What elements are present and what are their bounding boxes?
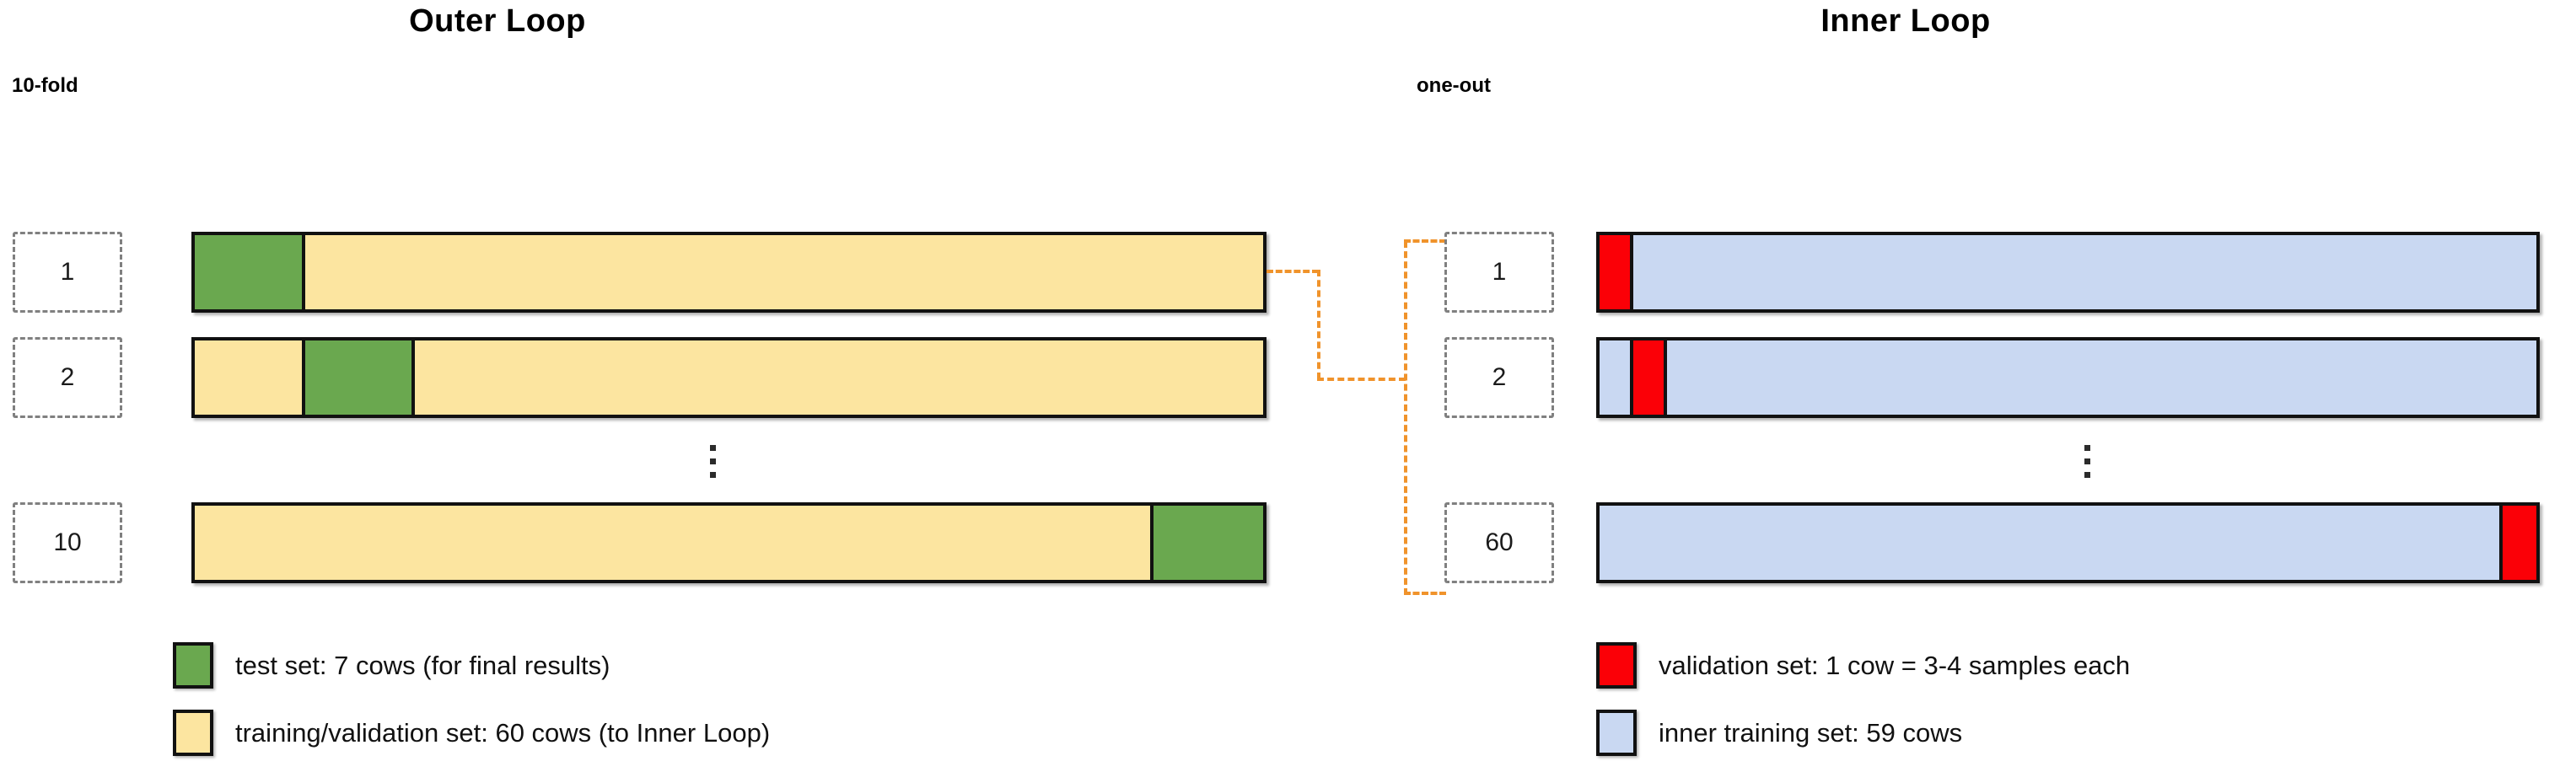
- inner-validation-segment: [2503, 506, 2536, 580]
- connector-trunk: [1404, 241, 1407, 595]
- inner-fold-box-60[interactable]: 60: [1444, 502, 1554, 583]
- outer-test-segment: [195, 235, 305, 309]
- inner-loop-title: Inner Loop: [1820, 3, 1991, 39]
- outer-fold-bar-1[interactable]: [191, 232, 1266, 313]
- inner-train-segment: [1600, 506, 2503, 580]
- inner-validation-segment: [1600, 235, 1633, 309]
- inner-fold-box-1[interactable]: 1: [1444, 232, 1554, 313]
- outer-fold-box-2[interactable]: 2: [13, 337, 122, 418]
- outer-test-segment: [304, 340, 415, 415]
- outer-fold-bar-2[interactable]: [191, 337, 1266, 418]
- outer-fold-label: 2: [60, 363, 75, 391]
- inner-train-segment-pre: [1600, 340, 1633, 415]
- outer-legend-label: test set: 7 cows (for final results): [235, 650, 610, 680]
- inner-train-segment: [1666, 340, 2536, 415]
- outer-scheme-label: 10-fold: [12, 74, 78, 97]
- inner-fold-label: 60: [1485, 528, 1514, 556]
- outer-fold-bar-10[interactable]: [191, 502, 1266, 583]
- outer-test-segment: [1153, 506, 1263, 580]
- inner-legend-label: inner training set: 59 cows: [1659, 717, 1963, 748]
- legend-swatch-test-icon: [173, 642, 213, 689]
- connector-branch-bottom: [1404, 592, 1446, 595]
- legend-swatch-validation-icon: [1596, 642, 1637, 689]
- legend-swatch-train-icon: [173, 710, 213, 756]
- outer-train-segment: [304, 235, 1263, 309]
- inner-fold-box-2[interactable]: 2: [1444, 337, 1554, 418]
- outer-fold-box-10[interactable]: 10: [13, 502, 122, 583]
- inner-train-segment: [1632, 235, 2536, 309]
- outer-legend-item-train: training/validation set: 60 cows (to Inn…: [173, 710, 770, 756]
- inner-legend-label: validation set: 1 cow = 3-4 samples each: [1659, 650, 2131, 680]
- inner-validation-segment: [1632, 340, 1667, 415]
- outer-fold-label: 1: [60, 258, 75, 286]
- inner-fold-label: 2: [1492, 363, 1507, 391]
- outer-fold-box-1[interactable]: 1: [13, 232, 122, 313]
- outer-legend-item-test: test set: 7 cows (for final results): [173, 642, 610, 689]
- inner-fold-label: 1: [1492, 258, 1507, 286]
- inner-fold-bar-2[interactable]: [1596, 337, 2540, 418]
- connector-branch-top: [1404, 239, 1446, 243]
- legend-swatch-inner-train-icon: [1596, 710, 1637, 756]
- connector-segment-vertical-left: [1317, 270, 1320, 379]
- outer-fold-label: 10: [53, 528, 82, 556]
- inner-scheme-label: one-out: [1417, 74, 1491, 97]
- outer-ellipsis: [710, 445, 718, 478]
- connector-segment-middle: [1317, 378, 1406, 381]
- outer-train-segment: [415, 340, 1263, 415]
- inner-ellipsis: [2084, 445, 2093, 478]
- outer-train-segment-pre: [195, 340, 305, 415]
- outer-loop-title: Outer Loop: [409, 3, 586, 39]
- outer-train-segment: [195, 506, 1154, 580]
- connector-segment-top: [1266, 270, 1319, 273]
- inner-legend-item-validation: validation set: 1 cow = 3-4 samples each: [1596, 642, 2130, 689]
- outer-legend-label: training/validation set: 60 cows (to Inn…: [235, 717, 771, 748]
- inner-fold-bar-1[interactable]: [1596, 232, 2540, 313]
- inner-legend-item-train: inner training set: 59 cows: [1596, 710, 1962, 756]
- inner-fold-bar-60[interactable]: [1596, 502, 2540, 583]
